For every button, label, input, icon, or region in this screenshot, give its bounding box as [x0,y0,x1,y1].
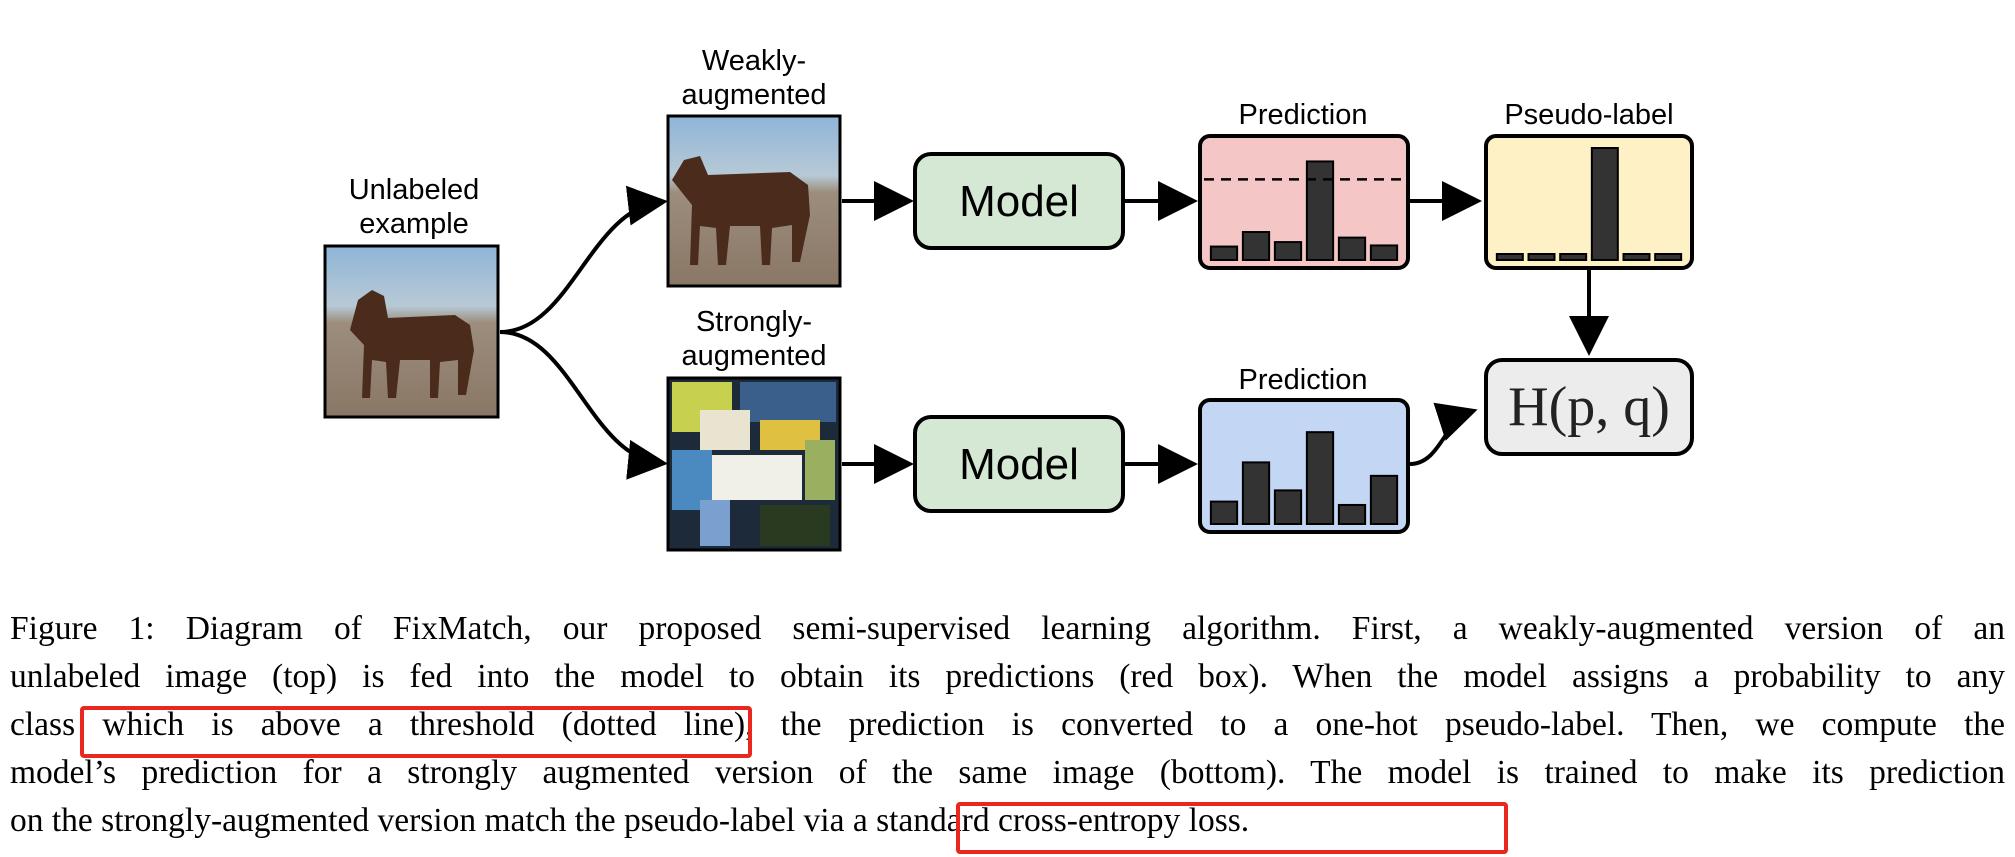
loss-label: H(p, q) [1508,376,1670,438]
prediction-top-bars [1204,160,1404,262]
figure-caption: Figure 1: Diagram of FixMatch, our propo… [10,605,2005,845]
fixmatch-diagram: Unlabeled example Weakly- augmented Stro… [323,45,1694,552]
bar-1 [1495,253,1524,261]
bar-3 [1559,253,1588,261]
bar-4 [1305,160,1335,261]
prediction-bottom-bars [1209,431,1399,526]
bar-4 [1305,431,1335,525]
pseudo-label-box [1484,134,1694,270]
svg-text:Model: Model [959,177,1079,226]
arrow-to-weak [499,185,668,334]
caption-line-1: Figure 1: Diagram of FixMatch, our propo… [10,610,2005,647]
bar-6 [1369,474,1399,525]
unlabeled-label-line1: Unlabeled [349,174,480,206]
weak-label-line2: augmented [681,79,826,111]
weak-label-line1: Weakly- [702,45,806,77]
strong-horse-image [666,376,842,552]
bar-5 [1337,503,1367,525]
caption-line-3: class which is above a threshold (dotted… [10,706,2005,743]
model-top: Model [913,152,1125,250]
caption-line-2: unlabeled image (top) is fed into the mo… [10,658,2005,695]
unlabeled-horse-image [323,244,500,419]
caption-line-5: on the strongly-augmented version match … [10,802,1250,839]
prediction-bottom-label: Prediction [1239,364,1368,396]
bar-6 [1654,253,1683,261]
bar-4 [1590,147,1619,261]
caption-line-4: model’s prediction for a strongly augmen… [10,754,2005,791]
strong-label-line1: Strongly- [696,306,812,338]
bar-5 [1622,253,1651,261]
prediction-top-label: Prediction [1239,99,1368,131]
bar-2 [1241,461,1271,525]
svg-text:Model: Model [959,440,1079,489]
pseudo-label-bars [1495,147,1683,261]
arrow-to-strong [499,330,668,480]
bar-2 [1527,253,1556,261]
bar-1 [1209,500,1239,526]
model-bottom: Model [913,415,1125,513]
weak-horse-image [666,114,842,288]
unlabeled-label-line2: example [359,208,469,240]
bar-2 [1241,231,1271,261]
highlight-loss [956,802,1508,854]
bar-3 [1273,241,1303,262]
strong-label-line2: augmented [681,340,826,372]
bar-1 [1209,245,1239,261]
loss-box: H(p, q) [1484,358,1694,456]
arrow-pred-to-loss [1409,402,1478,466]
bar-3 [1273,489,1303,525]
pseudo-label-title: Pseudo-label [1504,99,1673,131]
bar-5 [1337,236,1367,262]
highlight-threshold [80,706,752,758]
bar-6 [1369,244,1399,262]
